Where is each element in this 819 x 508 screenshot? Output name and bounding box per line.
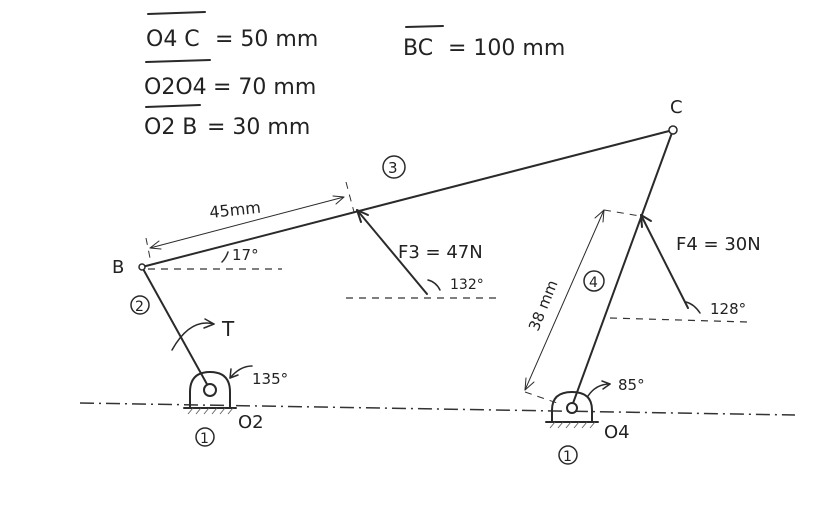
dim-38-tick-bottom	[524, 391, 561, 405]
angle-135-arrow	[229, 368, 239, 379]
pivot-o2	[183, 371, 237, 415]
angle-17-arc	[221, 251, 229, 263]
link-3-circle	[382, 155, 406, 179]
force-f4-line	[640, 214, 689, 309]
overbar-o2b	[145, 104, 201, 108]
given-o2b-symbol: O2 B	[144, 115, 197, 140]
joint-c	[668, 125, 678, 135]
ground-right-label: 1	[563, 449, 572, 465]
pivot-o4	[545, 391, 599, 429]
f4-horizontal-ref	[609, 317, 749, 323]
torque-arc	[171, 322, 215, 351]
overbar-bc	[405, 25, 444, 28]
ground-right-circle	[558, 445, 578, 465]
dim-38-line	[524, 209, 605, 391]
point-c-label: C	[670, 97, 683, 118]
given-o2o4-value: = 70 mm	[213, 75, 316, 100]
dim-38-arrow-bottom	[524, 377, 535, 391]
angle-128-arc	[685, 301, 701, 314]
torque-label: T	[221, 317, 235, 341]
dim-38-label: 38 mm	[525, 278, 562, 334]
angle-85-arc	[587, 383, 611, 397]
given-bc-symbol: BC	[403, 36, 433, 61]
link-2-circle	[130, 295, 150, 315]
given-bc-value: = 100 mm	[448, 36, 565, 61]
dim-38-tick-top	[603, 209, 641, 217]
dim-38-arrow-top	[594, 209, 605, 223]
dim-45-label: 45mm	[208, 198, 261, 222]
angle-85-arrow	[601, 380, 611, 390]
overbar-o4c	[147, 11, 206, 15]
dim-45-arrow-left	[149, 240, 162, 250]
given-o2b-value: = 30 mm	[207, 115, 310, 140]
link-o4c	[571, 129, 674, 407]
dim-45-line	[149, 196, 345, 249]
dim-45-arrow-right	[332, 195, 345, 205]
force-f3-label: F3 = 47N	[398, 242, 483, 263]
force-f3-arrowhead	[356, 209, 369, 223]
given-dimensions: O4 C = 50 mm O2O4 = 70 mm O2 B = 30 mm B…	[144, 11, 565, 140]
force-f4-arrowhead	[640, 214, 652, 228]
ground-left-circle	[195, 427, 215, 447]
link-4-label: 4	[589, 275, 598, 291]
link-4-circle	[583, 270, 605, 292]
angle-17-label: 17°	[232, 246, 259, 264]
angle-128-label: 128°	[710, 300, 746, 318]
angle-135-label: 135°	[252, 370, 288, 388]
point-o2-label: O2	[238, 412, 264, 433]
angle-135-arc	[229, 365, 253, 379]
link-2-label: 2	[135, 299, 144, 315]
ground-left-label: 1	[200, 431, 209, 447]
angle-132-label: 132°	[450, 277, 484, 293]
torque-arrowhead	[203, 318, 215, 329]
force-f3-line	[356, 209, 428, 295]
overbar-o2o4	[145, 59, 211, 63]
point-b-label: B	[112, 257, 124, 278]
joint-b	[138, 263, 146, 271]
ground-line	[79, 402, 796, 416]
dim-45-tick	[345, 181, 355, 213]
link-o2b	[141, 266, 209, 387]
given-o2o4-symbol: O2O4	[144, 75, 207, 100]
given-o4c-symbol: O4 C	[146, 27, 200, 52]
angle-85-label: 85°	[618, 376, 645, 394]
angle-132-arc	[427, 279, 441, 291]
point-o4-label: O4	[604, 422, 630, 443]
dim-45-tick-b	[145, 237, 151, 259]
link-bc	[141, 129, 674, 268]
link-3-label: 3	[388, 159, 398, 177]
given-o4c-value: = 50 mm	[215, 27, 318, 52]
force-f4-label: F4 = 30N	[676, 234, 761, 255]
